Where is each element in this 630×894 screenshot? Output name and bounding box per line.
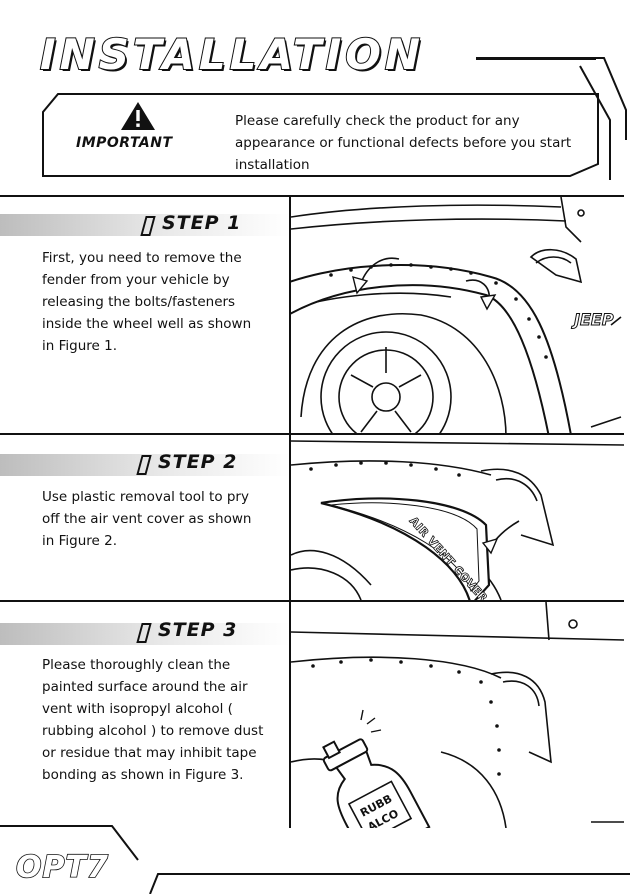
step-2-text: Use plastic removal tool to pry off the …	[42, 489, 252, 549]
step-2-rule	[0, 433, 290, 435]
warning-triangle-icon	[121, 102, 155, 130]
spray-lines	[360, 709, 382, 733]
step-1-text: First, you need to remove the fender fro…	[42, 250, 252, 354]
step-3-text: Please thoroughly clean the painted surf…	[42, 657, 264, 783]
step-3-bar	[0, 623, 290, 645]
step-1-rule	[0, 195, 290, 197]
important-label: IMPORTANT	[76, 135, 173, 151]
step-1-title: STEP 1	[162, 212, 242, 234]
figure-2: AIR VENT COVER	[289, 433, 624, 600]
figure-3: RUBB ALCO	[289, 600, 624, 828]
figure-3-cleaning-drawing: RUBB ALCO	[291, 602, 624, 828]
brand-logo: OPT7	[15, 849, 109, 886]
alcohol-bottle-icon: RUBB ALCO	[322, 738, 431, 828]
notice-text: Please carefully check the product for a…	[235, 113, 572, 173]
figure-1-badge-text: JEEP	[571, 310, 614, 329]
step-3-rule	[0, 600, 290, 602]
figure-1: JEEP	[289, 195, 624, 437]
step-2-bar	[0, 454, 290, 476]
step-3-title: STEP 3	[158, 619, 238, 641]
title-rule	[476, 57, 596, 60]
step-2-title: STEP 2	[158, 451, 238, 473]
figure-2-vent-drawing: AIR VENT COVER	[291, 440, 624, 600]
page-title: INSTALLATION	[39, 29, 425, 80]
step-1-bar	[0, 214, 290, 236]
figure-1-fender-drawing: JEEP	[291, 197, 622, 437]
